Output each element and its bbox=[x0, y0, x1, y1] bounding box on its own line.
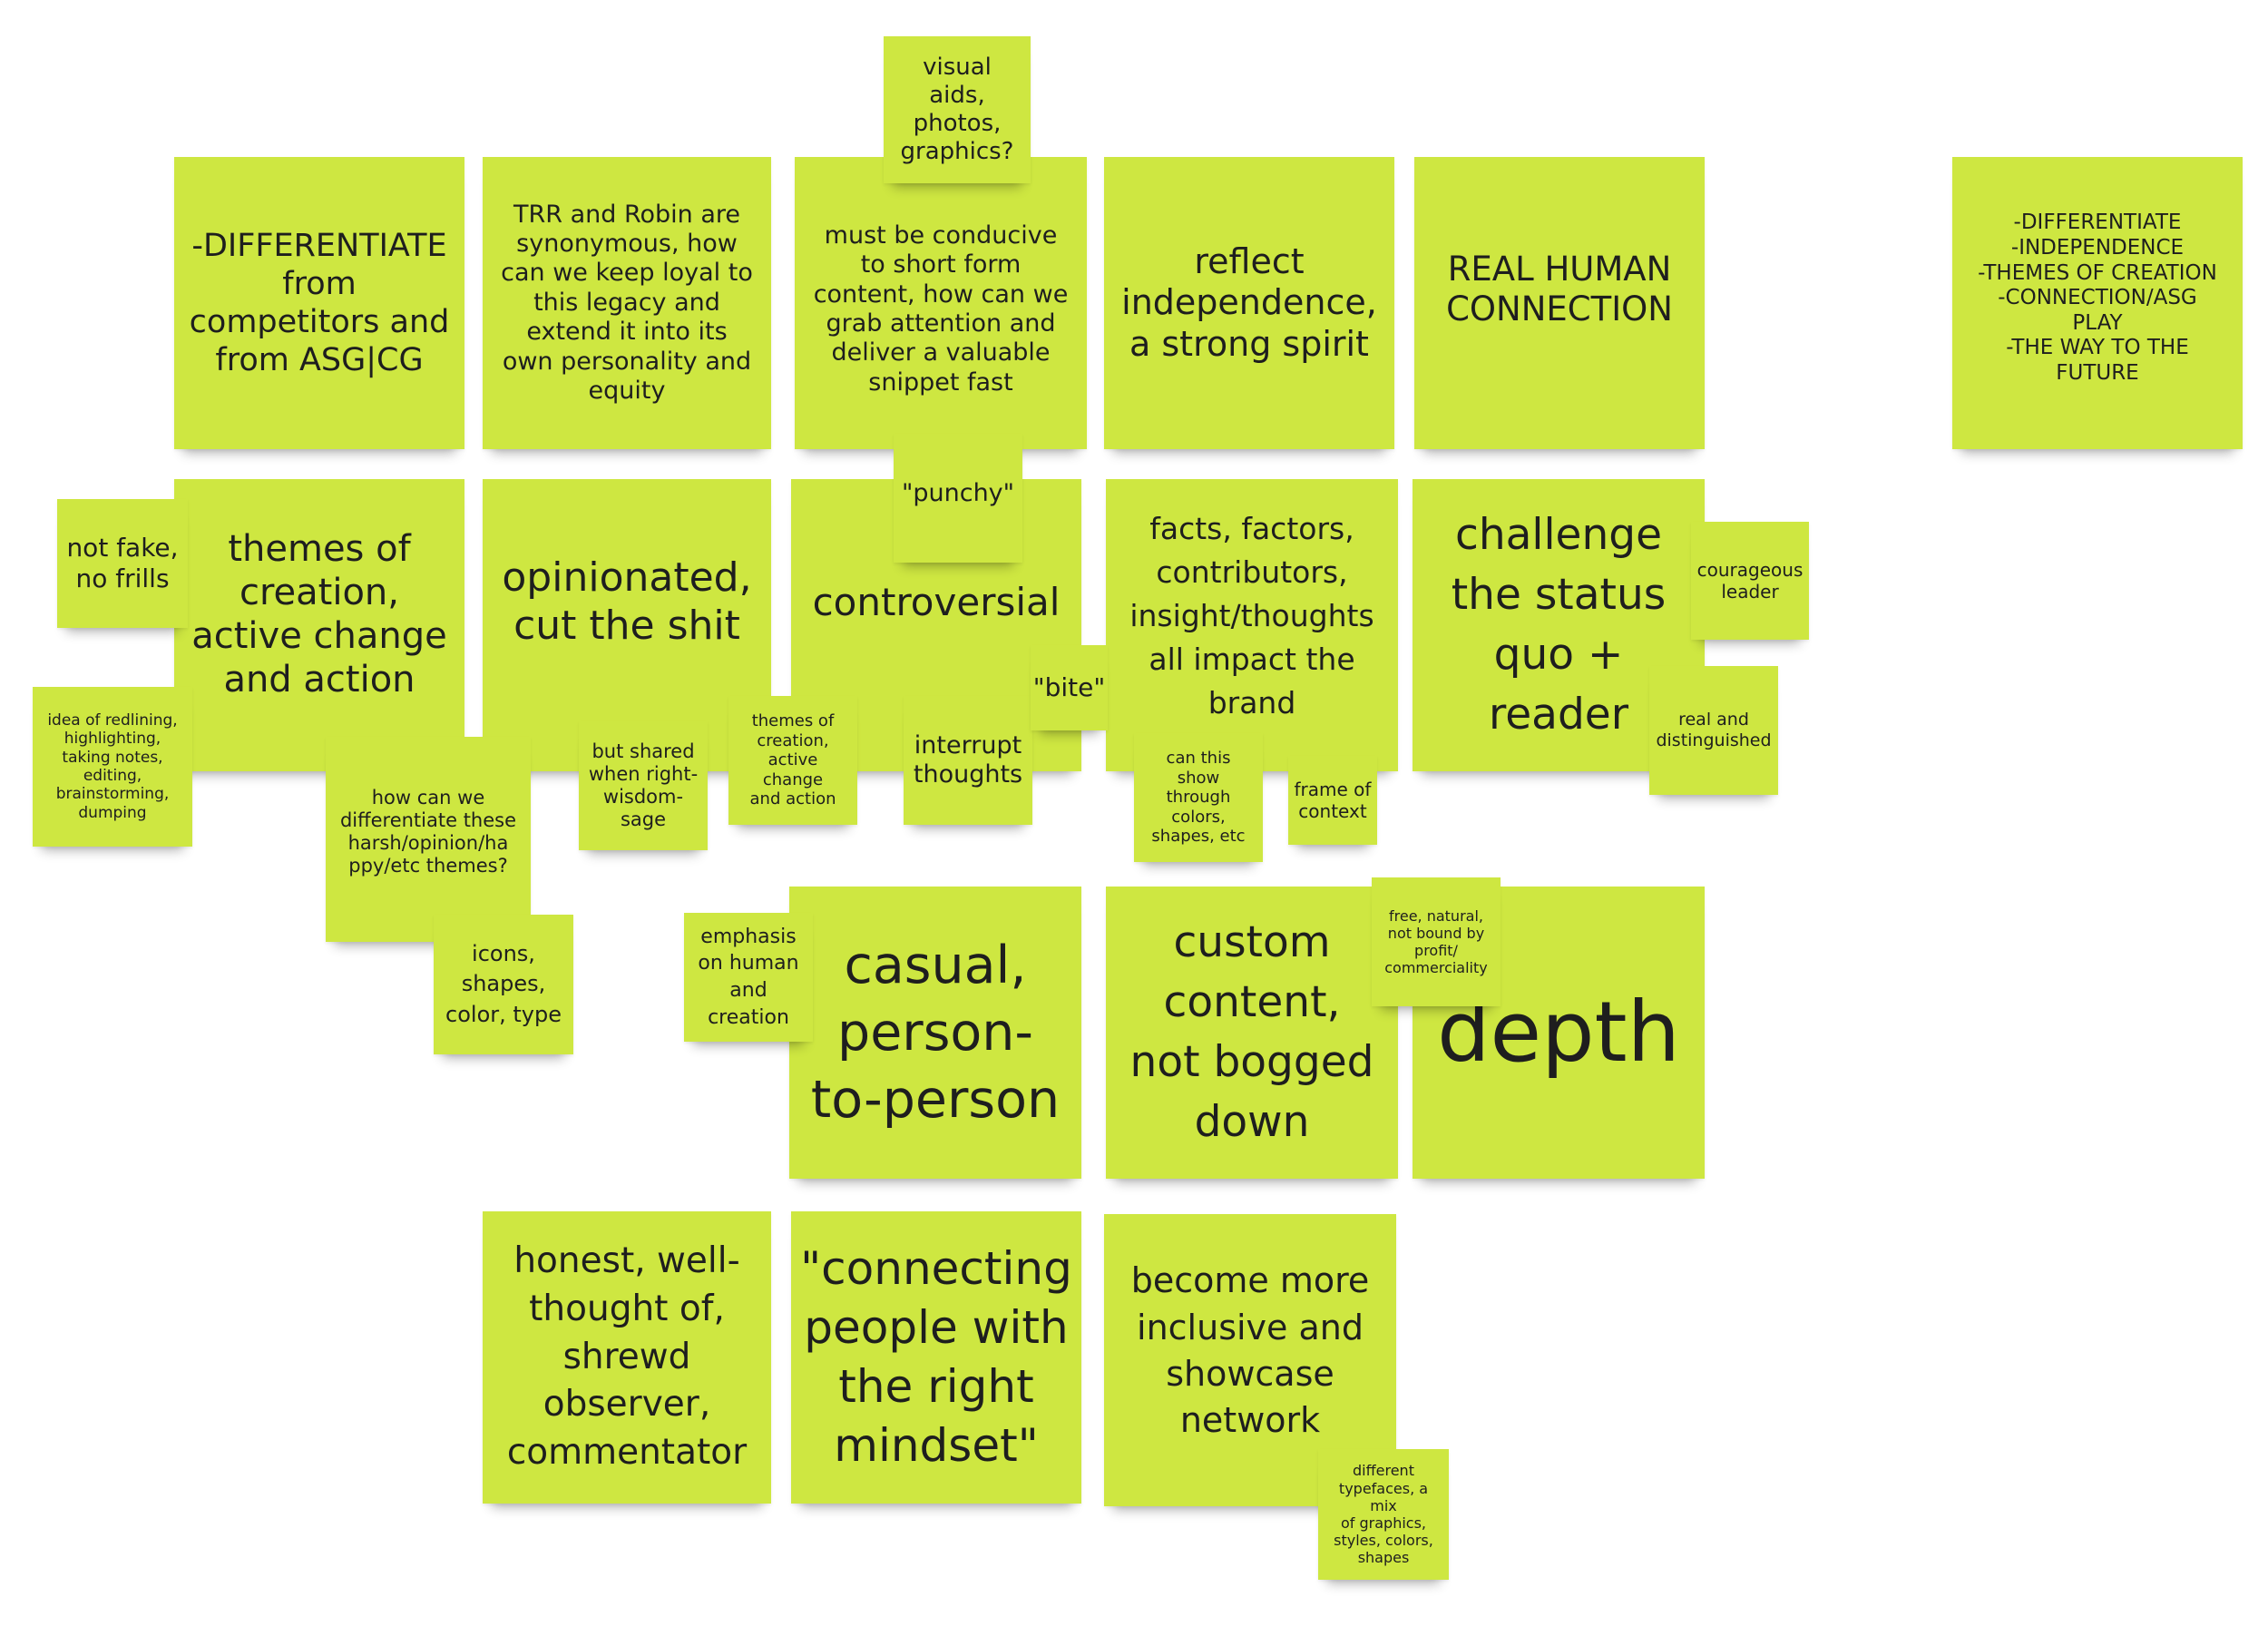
note-text: opinionated, cut the shit bbox=[502, 554, 752, 649]
note-text: how can we differentiate these harsh/opi… bbox=[339, 786, 517, 877]
note-text: courageous leader bbox=[1696, 559, 1804, 603]
note-text: custom content, not bogged down bbox=[1129, 917, 1374, 1147]
sticky-note-challenge-status-quo[interactable]: challenge the status quo + reader bbox=[1413, 479, 1705, 771]
note-text: casual, person- to-person bbox=[810, 935, 1061, 1131]
sticky-note-trr-robin[interactable]: TRR and Robin are synonymous, how can we… bbox=[483, 157, 771, 449]
note-text: honest, well- thought of, shrewd observe… bbox=[506, 1240, 748, 1473]
note-text: interrupt thoughts bbox=[913, 730, 1023, 789]
sticky-note-free-natural[interactable]: free, natural, not bound by profit/ comm… bbox=[1372, 877, 1501, 1006]
note-text: not fake, no frills bbox=[66, 533, 179, 593]
note-text: TRR and Robin are synonymous, how can we… bbox=[501, 200, 753, 405]
note-text: icons, shapes, color, type bbox=[445, 940, 562, 1027]
sticky-note-can-this-show[interactable]: can this show through colors, shapes, et… bbox=[1134, 733, 1263, 862]
note-text: frame of context bbox=[1294, 779, 1372, 822]
sticky-note-typefaces[interactable]: different typefaces, a mix of graphics, … bbox=[1318, 1449, 1449, 1580]
sticky-note-not-fake[interactable]: not fake, no frills bbox=[57, 499, 188, 628]
note-text: themes of creation, active change and ac… bbox=[191, 528, 447, 701]
note-text: "connecting people with the right mindse… bbox=[800, 1242, 1072, 1472]
sticky-note-but-shared[interactable]: but shared when right- wisdom- sage bbox=[579, 721, 708, 850]
sticky-note-bite[interactable]: "bite" bbox=[1031, 645, 1108, 730]
note-text: become more inclusive and showcase netwo… bbox=[1130, 1260, 1370, 1441]
note-text: -DIFFERENTIATE -INDEPENDENCE -THEMES OF … bbox=[1978, 211, 2217, 385]
note-text: must be conducive to short form content,… bbox=[813, 220, 1069, 397]
sticky-note-differentiate[interactable]: -DIFFERENTIATE from competitors and from… bbox=[174, 157, 464, 449]
note-text: challenge the status quo + reader bbox=[1451, 510, 1667, 740]
note-text: controversial bbox=[812, 579, 1061, 624]
sticky-note-how-differentiate-themes[interactable]: how can we differentiate these harsh/opi… bbox=[326, 737, 531, 942]
note-text: facts, factors, contributors, insight/th… bbox=[1129, 511, 1374, 720]
note-text: REAL HUMAN CONNECTION bbox=[1446, 249, 1673, 328]
sticky-note-courageous-leader[interactable]: courageous leader bbox=[1691, 522, 1809, 640]
sticky-note-emphasis-human[interactable]: emphasis on human and creation bbox=[684, 913, 813, 1042]
sticky-note-themes-small[interactable]: themes of creation, active change and ac… bbox=[728, 696, 857, 825]
sticky-note-reflect-independence[interactable]: reflect independence, a strong spirit bbox=[1104, 157, 1394, 449]
note-text: "bite" bbox=[1032, 672, 1106, 703]
sticky-note-casual[interactable]: casual, person- to-person bbox=[789, 887, 1081, 1179]
sticky-note-honest[interactable]: honest, well- thought of, shrewd observe… bbox=[483, 1211, 771, 1504]
sticky-note-facts-factors[interactable]: facts, factors, contributors, insight/th… bbox=[1106, 479, 1398, 771]
sticky-note-icons-shapes[interactable]: icons, shapes, color, type bbox=[434, 915, 573, 1054]
note-text: themes of creation, active change and ac… bbox=[749, 711, 836, 809]
sticky-note-frame-of-context[interactable]: frame of context bbox=[1288, 756, 1377, 845]
sticky-note-punchy[interactable]: "punchy" bbox=[894, 434, 1022, 563]
sticky-note-interrupt-thoughts[interactable]: interrupt thoughts bbox=[904, 696, 1032, 825]
note-text: -DIFFERENTIATE from competitors and from… bbox=[189, 228, 450, 378]
note-text: idea of redlining, highlighting, taking … bbox=[47, 710, 178, 822]
sticky-note-themes-of-creation[interactable]: themes of creation, active change and ac… bbox=[174, 479, 464, 771]
note-text: visual aids, photos, graphics? bbox=[900, 53, 1014, 166]
sticky-note-short-form[interactable]: must be conducive to short form content,… bbox=[795, 157, 1087, 449]
sticky-note-summary-list[interactable]: -DIFFERENTIATE -INDEPENDENCE -THEMES OF … bbox=[1952, 157, 2243, 449]
note-text: "punchy" bbox=[901, 478, 1015, 507]
sticky-note-real-distinguished[interactable]: real and distinguished bbox=[1649, 666, 1778, 795]
note-text: can this show through colors, shapes, et… bbox=[1151, 749, 1246, 847]
note-text: emphasis on human and creation bbox=[698, 925, 799, 1029]
note-text: but shared when right- wisdom- sage bbox=[588, 740, 699, 831]
sticky-note-custom-content[interactable]: custom content, not bogged down bbox=[1106, 887, 1398, 1179]
sticky-note-visual-aids[interactable]: visual aids, photos, graphics? bbox=[884, 36, 1031, 183]
note-text: real and distinguished bbox=[1656, 710, 1772, 750]
note-text: different typefaces, a mix of graphics, … bbox=[1334, 1462, 1433, 1567]
note-text: reflect independence, a strong spirit bbox=[1121, 240, 1377, 364]
sticky-note-idea-of-redlining[interactable]: idea of redlining, highlighting, taking … bbox=[33, 687, 192, 847]
note-text: free, natural, not bound by profit/ comm… bbox=[1384, 906, 1488, 977]
sticky-note-connecting-people[interactable]: "connecting people with the right mindse… bbox=[791, 1211, 1081, 1504]
sticky-note-real-human-connection[interactable]: REAL HUMAN CONNECTION bbox=[1414, 157, 1705, 449]
